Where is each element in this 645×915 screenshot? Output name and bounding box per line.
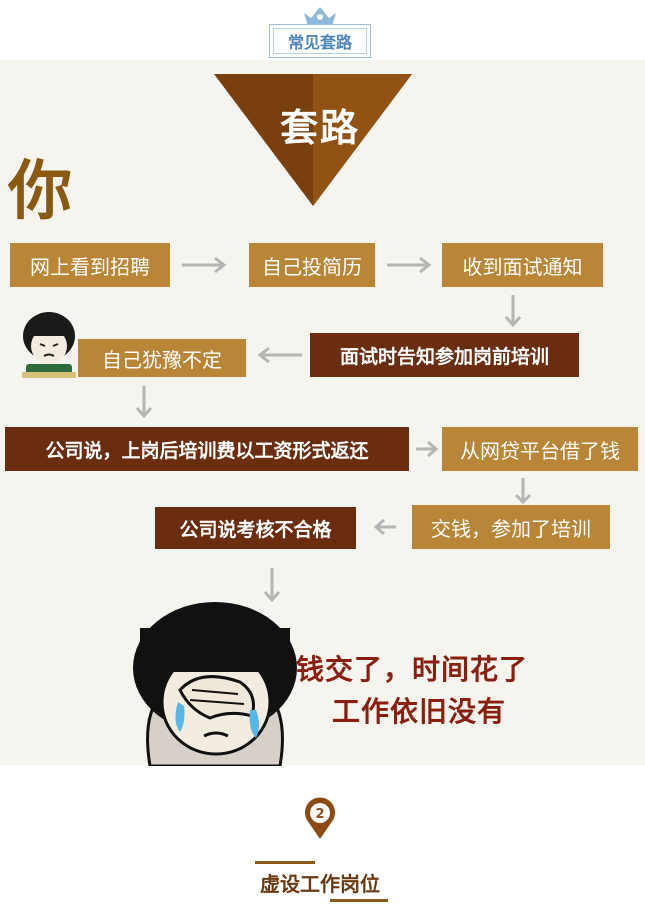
step-online-loan: 从网贷平台借了钱	[442, 427, 638, 471]
actor-label: 你	[8, 155, 72, 229]
arrow-right-icon	[387, 256, 432, 274]
triangle-label: 套路	[279, 106, 360, 150]
step-interview-notice: 收到面试通知	[442, 243, 603, 287]
arrow-right-icon	[416, 440, 439, 458]
section-badge: 常见套路	[269, 24, 371, 58]
section-number: 2	[315, 807, 325, 822]
section-title: 虚设工作岗位	[260, 872, 380, 896]
step-hesitate: 自己犹豫不定	[78, 339, 246, 377]
step-fee-returned-as-salary: 公司说，上岗后培训费以工资形式返还	[5, 427, 409, 471]
ending-line-2: 工作依旧没有	[332, 695, 507, 728]
arrow-down-icon	[514, 478, 532, 505]
triangle-graphic	[214, 74, 412, 206]
title-rule-top	[255, 861, 315, 864]
title-rule-bottom	[330, 899, 388, 902]
step-pay-attend-training: 交钱，参加了培训	[412, 505, 610, 549]
arrow-left-icon	[373, 518, 396, 536]
step-failed-assessment: 公司说考核不合格	[155, 507, 356, 549]
step-see-recruitment: 网上看到招聘	[10, 243, 170, 287]
arrow-down-icon	[504, 295, 522, 328]
crown-icon	[304, 7, 336, 26]
step-pre-job-training: 面试时告知参加岗前培训	[310, 333, 579, 377]
arrow-down-icon	[263, 568, 281, 603]
worried-face-icon	[22, 312, 76, 378]
arrow-left-icon	[257, 346, 302, 364]
step-submit-resume: 自己投简历	[249, 243, 375, 287]
section-badge-label: 常见套路	[273, 28, 367, 54]
arrow-right-icon	[182, 256, 227, 274]
arrow-down-icon	[135, 386, 153, 419]
location-pin-icon	[305, 797, 335, 839]
ending-line-1: 钱交了，时间花了	[296, 653, 529, 686]
crying-face-icon	[133, 602, 297, 766]
